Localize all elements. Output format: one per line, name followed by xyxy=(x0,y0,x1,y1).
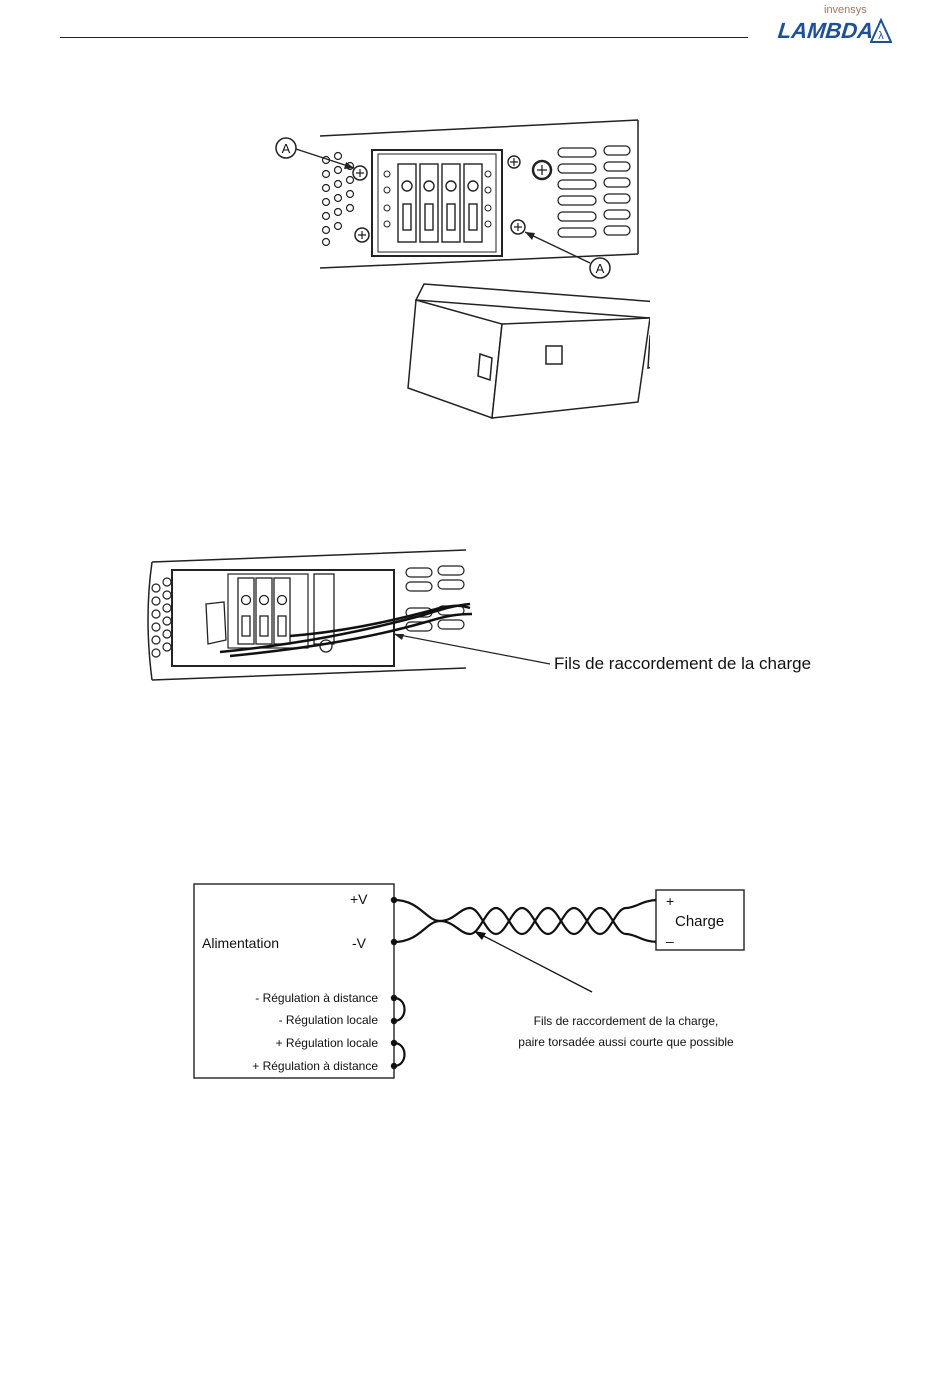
screw-icon xyxy=(355,228,369,242)
supply-label: Alimentation xyxy=(202,935,279,951)
figure-terminal-cover: A A xyxy=(270,118,650,438)
sense-row: - Régulation locale xyxy=(279,1013,379,1027)
screw-icon xyxy=(508,156,520,168)
twisted-pair xyxy=(394,900,658,942)
load-label: Charge xyxy=(675,913,724,930)
svg-text:A: A xyxy=(282,141,291,156)
logo-brand-name: LAMBDA xyxy=(777,18,875,44)
figure-load-wiring-photo: Fils de raccordement de la charge xyxy=(140,548,820,688)
wiring-diagram: +V -V Alimentation - Régulation à distan… xyxy=(190,878,770,1083)
header-rule xyxy=(60,37,748,38)
minus-v-label: -V xyxy=(352,935,367,951)
load-wires-label: Fils de raccordement de la charge xyxy=(554,654,811,673)
svg-text:A: A xyxy=(596,261,605,276)
screw-icon xyxy=(511,220,525,234)
logo-parent-name: invensys xyxy=(824,4,867,16)
load-minus-label: – xyxy=(666,933,674,949)
screw-icon xyxy=(533,161,551,179)
sense-row: + Régulation à distance xyxy=(252,1059,378,1073)
sense-row: - Régulation à distance xyxy=(255,991,378,1005)
sense-jumpers xyxy=(394,998,405,1066)
load-plus-label: + xyxy=(666,893,674,909)
load-wiring-illustration: Fils de raccordement de la charge xyxy=(140,548,820,688)
lambda-symbol: λ xyxy=(878,30,884,42)
terminal-cover-illustration: A A xyxy=(270,118,650,438)
callout-a-bottom: A xyxy=(525,232,610,278)
lambda-logo-icon: λ xyxy=(870,18,892,44)
twisted-pair-note-line1: Fils de raccordement de la charge, xyxy=(534,1014,719,1028)
twisted-pair-note-line2: paire torsadée aussi courte que possible xyxy=(518,1035,734,1049)
callout-a-top: A xyxy=(276,138,354,169)
terminal-cover xyxy=(408,284,650,418)
screw-icon xyxy=(353,166,367,180)
plus-v-label: +V xyxy=(350,891,368,907)
sense-row: + Régulation locale xyxy=(276,1036,379,1050)
figure-wiring-diagram: +V -V Alimentation - Régulation à distan… xyxy=(190,878,770,1083)
company-logo: invensys LAMBDA λ xyxy=(772,4,902,46)
